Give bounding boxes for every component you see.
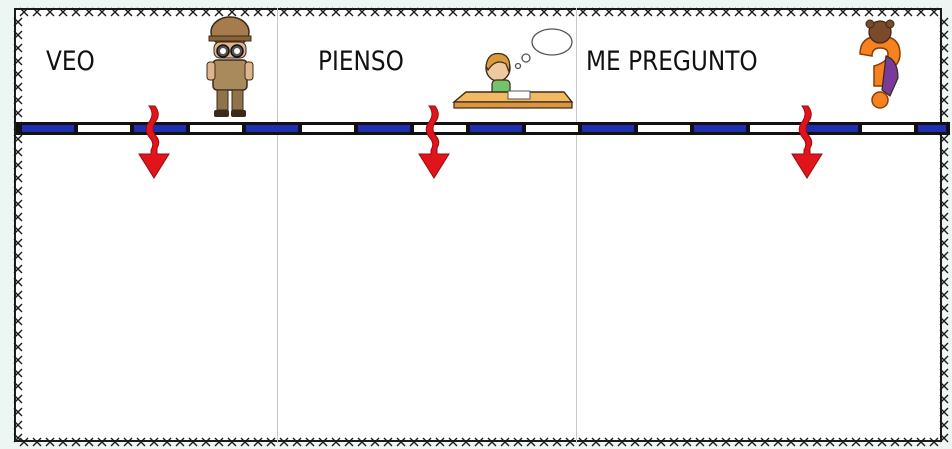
band-segment	[358, 125, 410, 132]
band-segment	[750, 125, 802, 132]
band-segment	[918, 125, 946, 132]
band-segment	[638, 125, 690, 132]
column-divider-2	[277, 8, 577, 443]
arrow-down-icon-veo	[138, 105, 170, 179]
band-segment	[806, 125, 858, 132]
heading-pienso: PIENSO	[318, 46, 404, 77]
band-segment	[22, 125, 74, 132]
band-segment	[414, 125, 466, 132]
column-divider-1	[18, 8, 278, 443]
band-segment	[78, 125, 130, 132]
thinking-routine-sheet	[14, 8, 942, 442]
band-segment	[246, 125, 298, 132]
question-mark-girl-icon	[859, 19, 901, 109]
band-segment	[134, 125, 186, 132]
heading-me-pregunto: ME PREGUNTO	[586, 46, 758, 77]
band-segment	[190, 125, 242, 132]
band-segment	[862, 125, 914, 132]
explorer-binoculars-icon	[206, 16, 254, 117]
band-segment	[694, 125, 746, 132]
band-segment	[302, 125, 354, 132]
arrow-down-icon-pienso	[418, 105, 450, 179]
band-segment	[470, 125, 522, 132]
divider-band	[16, 122, 950, 135]
band-segment	[526, 125, 578, 132]
thinking-girl-icon	[452, 28, 574, 109]
band-segment	[582, 125, 634, 132]
arrow-down-icon-me-pregunto	[791, 105, 823, 179]
heading-veo: VEO	[46, 46, 95, 77]
